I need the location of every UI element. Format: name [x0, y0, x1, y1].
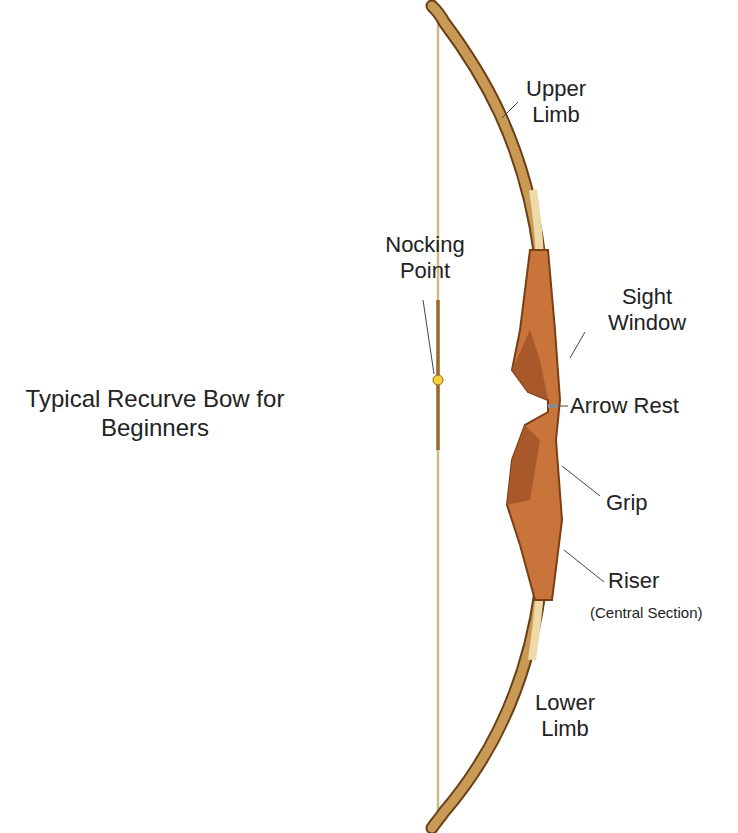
arrow-rest [548, 404, 558, 408]
bow-string [437, 14, 440, 820]
part-label: Sight Window [588, 284, 706, 337]
part-note: (Central Section) [590, 604, 703, 622]
sight-window-shade [512, 330, 548, 400]
part-label: Grip [606, 490, 648, 516]
part-label: Riser [608, 568, 659, 594]
upper-limb-edge [432, 6, 540, 258]
upper-limb [432, 6, 540, 258]
part-label: Upper Limb [506, 76, 606, 129]
part-label: Arrow Rest [570, 393, 679, 419]
leader-line [423, 300, 434, 374]
diagram-title: Typical Recurve Bow for Beginners [10, 385, 300, 443]
leader-line [560, 406, 568, 407]
lower-limb-light [532, 592, 540, 660]
riser [507, 250, 562, 600]
nocking-point [433, 375, 443, 385]
leader-line [570, 332, 585, 358]
part-label: Nocking Point [370, 232, 480, 285]
leader-line [562, 466, 600, 496]
upper-limb-light [533, 190, 540, 258]
leader-line [564, 550, 604, 582]
leader-line [502, 102, 518, 118]
part-label: Lower Limb [520, 690, 610, 743]
lower-limb-edge [432, 592, 540, 828]
grip-shade [507, 425, 540, 505]
lower-limb [432, 592, 540, 828]
